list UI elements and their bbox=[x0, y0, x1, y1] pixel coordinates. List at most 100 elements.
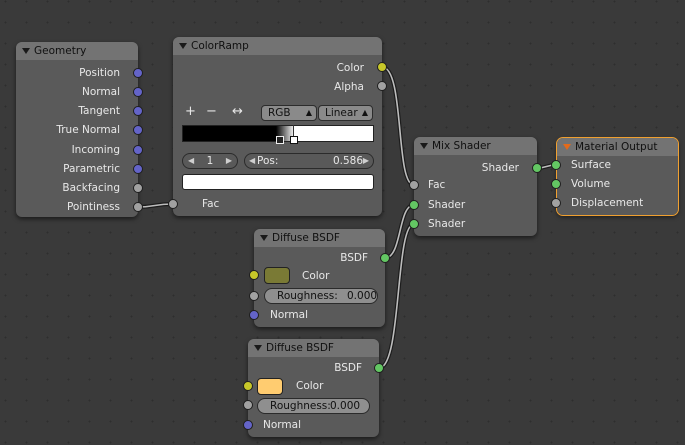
collapse-arrow-icon[interactable] bbox=[563, 144, 571, 150]
position-socket[interactable] bbox=[133, 68, 143, 78]
color-swatch[interactable] bbox=[264, 267, 290, 284]
surface-socket[interactable] bbox=[551, 160, 561, 170]
incoming-socket[interactable] bbox=[133, 145, 143, 155]
arrow-right-icon[interactable]: ▶ bbox=[225, 156, 232, 165]
output-alpha: Alpha bbox=[334, 81, 364, 93]
displacement-socket[interactable] bbox=[551, 198, 561, 208]
ramp-stop-marker bbox=[293, 125, 294, 136]
collapse-arrow-icon[interactable] bbox=[254, 345, 262, 351]
mix-shader-node-header[interactable]: Mix Shader bbox=[414, 137, 537, 155]
bsdf2-normal-socket[interactable] bbox=[243, 420, 253, 430]
input-shader-2: Shader bbox=[428, 218, 466, 230]
diffuse-bsdf-node-header[interactable]: Diffuse BSDF bbox=[254, 229, 385, 247]
input-normal: Normal bbox=[270, 309, 308, 321]
node-title: Diffuse BSDF bbox=[272, 232, 340, 244]
true-normal-socket[interactable] bbox=[133, 125, 143, 135]
roughness-label: Roughness: bbox=[270, 400, 331, 412]
mix-shader-node[interactable]: Mix Shader Shader Fac Shader Shader bbox=[414, 137, 537, 236]
output-bsdf: BSDF bbox=[340, 252, 368, 264]
mix-shader1-socket[interactable] bbox=[409, 200, 419, 210]
active-stop-index: 1 bbox=[206, 155, 214, 167]
roughness-field[interactable]: Roughness: 0.000 bbox=[264, 288, 378, 304]
roughness-value: 0.000 bbox=[347, 290, 378, 302]
geometry-node[interactable]: Geometry Position Normal Tangent True No… bbox=[16, 42, 138, 217]
input-surface: Surface bbox=[571, 159, 612, 171]
input-color: Color bbox=[302, 270, 330, 282]
bsdf2-color-socket[interactable] bbox=[243, 381, 253, 391]
diffuse-bsdf-node-1[interactable]: Diffuse BSDF BSDF Color Roughness: 0.000… bbox=[254, 229, 385, 327]
output-shader: Shader bbox=[481, 162, 519, 174]
parametric-socket[interactable] bbox=[133, 164, 143, 174]
output-pointiness: Pointiness bbox=[66, 201, 120, 213]
arrow-left-icon[interactable]: ◀ bbox=[249, 156, 256, 165]
input-shader-1: Shader bbox=[428, 199, 466, 211]
position-label: Pos: bbox=[257, 155, 279, 167]
bsdf1-output-socket[interactable] bbox=[380, 253, 390, 263]
stop-color-swatch[interactable] bbox=[182, 174, 374, 190]
color-mode-select[interactable]: RGB ▲ bbox=[261, 105, 317, 121]
collapse-arrow-icon[interactable] bbox=[260, 235, 268, 241]
diffuse-bsdf-node-header[interactable]: Diffuse BSDF bbox=[248, 339, 379, 357]
active-stop-index-field[interactable]: ◀ 1 ▶ bbox=[182, 153, 238, 169]
collapse-arrow-icon[interactable] bbox=[179, 43, 187, 49]
remove-stop-icon[interactable]: − bbox=[206, 104, 217, 119]
tangent-socket[interactable] bbox=[133, 106, 143, 116]
ramp-alpha-socket[interactable] bbox=[377, 81, 387, 91]
ramp-stop-handle-1[interactable] bbox=[290, 136, 298, 144]
arrow-left-icon[interactable]: ◀ bbox=[188, 156, 195, 165]
add-stop-icon[interactable]: + bbox=[185, 104, 196, 119]
interpolation-value: Linear bbox=[325, 107, 358, 119]
roughness-field[interactable]: Roughness: 0.000 bbox=[257, 398, 370, 414]
bsdf1-roughness-socket[interactable] bbox=[249, 291, 259, 301]
output-tangent: Tangent bbox=[78, 105, 120, 117]
input-normal: Normal bbox=[263, 419, 301, 431]
updown-arrows-icon: ▲ bbox=[305, 108, 312, 117]
pointiness-socket[interactable] bbox=[133, 202, 143, 212]
bsdf1-normal-socket[interactable] bbox=[249, 310, 259, 320]
link-bsdf1-shader bbox=[383, 203, 416, 260]
input-fac: Fac bbox=[428, 179, 446, 191]
diffuse-bsdf-node-2[interactable]: Diffuse BSDF BSDF Color Roughness: 0.000… bbox=[248, 339, 379, 437]
stop-position-field[interactable]: ◀ Pos: 0.586 ▶ bbox=[244, 153, 374, 169]
input-displacement: Displacement bbox=[571, 197, 644, 209]
output-backfacing: Backfacing bbox=[62, 182, 120, 194]
volume-socket[interactable] bbox=[551, 179, 561, 189]
roughness-value: 0.000 bbox=[330, 400, 361, 412]
colorramp-node-header[interactable]: ColorRamp bbox=[173, 37, 382, 55]
input-fac: Fac bbox=[202, 198, 220, 210]
arrow-right-icon[interactable]: ▶ bbox=[362, 156, 369, 165]
output-parametric: Parametric bbox=[63, 163, 120, 175]
bsdf2-output-socket[interactable] bbox=[374, 363, 384, 373]
input-color: Color bbox=[296, 380, 324, 392]
backfacing-socket[interactable] bbox=[133, 183, 143, 193]
ramp-stop-handle-0[interactable] bbox=[276, 136, 284, 144]
output-position: Position bbox=[79, 67, 120, 79]
interpolation-select[interactable]: Linear ▲ bbox=[318, 105, 373, 121]
node-title: Diffuse BSDF bbox=[266, 342, 334, 354]
input-volume: Volume bbox=[571, 178, 611, 190]
bsdf2-roughness-socket[interactable] bbox=[243, 400, 253, 410]
node-title: Geometry bbox=[34, 45, 87, 57]
updown-arrows-icon: ▲ bbox=[361, 108, 368, 117]
output-color: Color bbox=[336, 62, 364, 74]
output-normal: Normal bbox=[82, 86, 120, 98]
colorramp-node[interactable]: ColorRamp Color Alpha + − ↔ RGB ▲ Linear… bbox=[173, 37, 382, 216]
mix-fac-socket[interactable] bbox=[409, 180, 419, 190]
geometry-node-header[interactable]: Geometry bbox=[16, 42, 138, 60]
color-mode-value: RGB bbox=[268, 107, 291, 119]
material-output-node-header[interactable]: Material Output bbox=[557, 138, 678, 156]
output-true-normal: True Normal bbox=[56, 124, 120, 136]
bsdf1-color-socket[interactable] bbox=[249, 270, 259, 280]
mix-shader2-socket[interactable] bbox=[409, 219, 419, 229]
ramp-fac-socket[interactable] bbox=[168, 199, 178, 209]
position-value: 0.586 bbox=[332, 155, 363, 167]
flip-ramp-icon[interactable]: ↔ bbox=[232, 104, 243, 119]
roughness-label: Roughness: bbox=[277, 290, 338, 302]
collapse-arrow-icon[interactable] bbox=[22, 48, 30, 54]
mix-output-socket[interactable] bbox=[532, 163, 542, 173]
ramp-color-socket[interactable] bbox=[377, 62, 387, 72]
material-output-node[interactable]: Material Output Surface Volume Displacem… bbox=[556, 137, 679, 216]
collapse-arrow-icon[interactable] bbox=[420, 143, 428, 149]
normal-socket[interactable] bbox=[133, 87, 143, 97]
color-swatch[interactable] bbox=[257, 378, 283, 395]
